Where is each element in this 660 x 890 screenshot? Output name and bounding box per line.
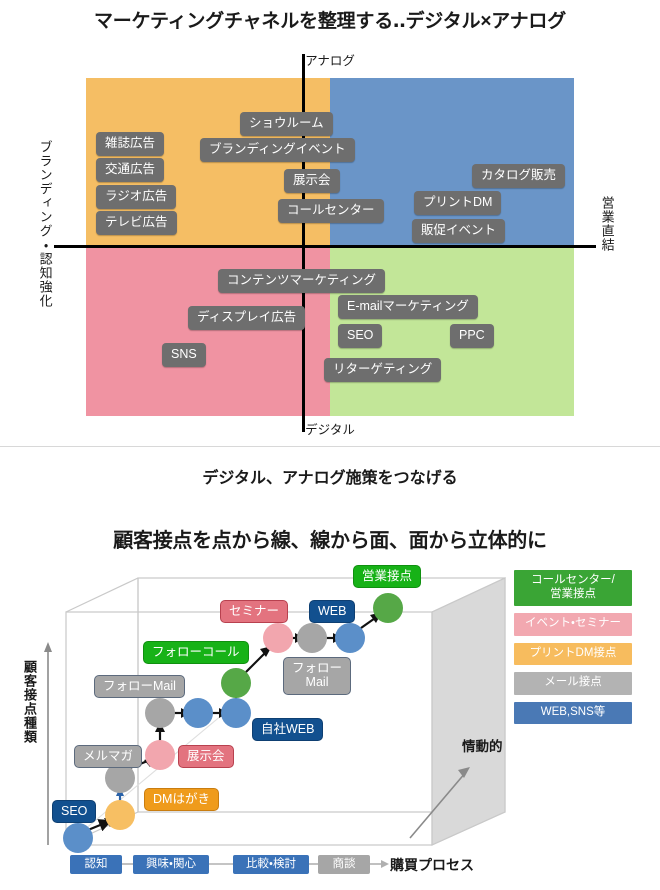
legend-item-label: プリントDM接点 bbox=[529, 646, 617, 659]
channel-chip: コールセンター bbox=[278, 199, 384, 223]
quadrant-matrix-section: マーケティングチャネルを整理する‥デジタル×アナログ アナログ ブランディング・… bbox=[37, 11, 615, 437]
axis-label-branding: ブランディング・認知強化 bbox=[37, 140, 53, 308]
page-title-matrix: マーケティングチャネルを整理する‥デジタル×アナログ bbox=[93, 11, 567, 32]
channel-chip: リターゲティング bbox=[324, 358, 442, 382]
purchase-stage-1[interactable]: 認知 bbox=[70, 855, 122, 874]
journey-node bbox=[263, 623, 293, 653]
channel-chip: ラジオ広告 bbox=[96, 185, 177, 209]
bridge-caption: デジタル、アナログ施策をつなげる bbox=[202, 470, 458, 487]
axis-label-digital: デジタル bbox=[305, 423, 355, 437]
purchase-stage-2[interactable]: 興味・関心 bbox=[133, 855, 209, 874]
legend-item-label-line2: 営業接点 bbox=[550, 587, 596, 600]
journey-node-label: フォローMail bbox=[94, 675, 185, 699]
channel-chip: ショウルーム bbox=[240, 112, 333, 136]
journey-node-label: メルマガ bbox=[74, 745, 143, 769]
section-divider bbox=[0, 446, 660, 447]
channel-chip: プリントDM bbox=[414, 191, 502, 215]
journey-node-label: 営業接点 bbox=[353, 565, 422, 589]
axis-label-purchase-process: 購買プロセス bbox=[390, 857, 474, 873]
journey-node bbox=[63, 823, 93, 853]
channel-chip: ディスプレイ広告 bbox=[188, 306, 306, 330]
horizontal-axis-line bbox=[54, 245, 596, 248]
customer-journey-cube-section: 顧客接点を点から線、線から面、面から立体的に bbox=[0, 506, 660, 890]
axis-label-emotional: 情動的 bbox=[462, 739, 503, 754]
journey-node bbox=[145, 740, 175, 770]
axis-label-touchpoint-type: 顧客接点種類 bbox=[22, 660, 38, 744]
legend-item: イベント・セミナー bbox=[514, 613, 632, 636]
legend-item: メール接点 bbox=[514, 672, 632, 695]
channel-chip: E-mailマーケティング bbox=[338, 295, 478, 319]
journey-node-label: 展示会 bbox=[178, 745, 234, 769]
channel-chip: カタログ販売 bbox=[472, 164, 566, 188]
legend-item-label: コールセンター/ bbox=[531, 574, 615, 586]
journey-node-label: WEB bbox=[309, 600, 356, 624]
journey-node-label-line1: フォロー bbox=[292, 661, 343, 675]
channel-chip: SEO bbox=[338, 324, 383, 348]
legend-item-label: メール接点 bbox=[544, 676, 602, 689]
bridge-caption-section: デジタル、アナログ施策をつなげる bbox=[0, 446, 660, 506]
legend-item: WEB,SNS等 bbox=[514, 701, 632, 725]
axis-label-analog: アナログ bbox=[305, 54, 355, 68]
journey-node bbox=[221, 668, 251, 698]
journey-node-label: 自社WEB bbox=[252, 718, 324, 742]
legend-item-label: WEB,SNS等 bbox=[540, 705, 606, 718]
legend-item: プリントDM接点 bbox=[514, 642, 632, 666]
page-title-journey: 顧客接点を点から線、線から面、面から立体的に bbox=[113, 530, 547, 552]
journey-node-label: フォローコール bbox=[143, 641, 249, 665]
axis-label-direct-sales: 営業直結 bbox=[599, 196, 615, 252]
purchase-stage-4[interactable]: 商談 bbox=[318, 855, 370, 874]
touchpoint-legend: コールセンター/営業接点イベント・セミナープリントDM接点メール接点 WEB,SN… bbox=[514, 570, 634, 731]
journey-node-label-line2: Mail bbox=[305, 675, 329, 690]
journey-node bbox=[335, 623, 365, 653]
channel-chip: ブランディングイベント bbox=[200, 138, 355, 162]
journey-node bbox=[373, 593, 403, 623]
channel-chip: SNS bbox=[162, 343, 206, 367]
journey-node bbox=[221, 698, 251, 728]
journey-node-label: SEO bbox=[52, 800, 97, 824]
journey-node-label: セミナー bbox=[220, 600, 289, 624]
journey-node-label: DMはがき bbox=[144, 788, 219, 812]
vertical-axis-line bbox=[302, 54, 305, 432]
channel-chip: 販促イベント bbox=[412, 219, 506, 243]
purchase-stage-3[interactable]: 比較・検討 bbox=[233, 855, 309, 874]
channel-chip: コンテンツマーケティング bbox=[218, 269, 386, 293]
channel-chip: 交通広告 bbox=[96, 158, 165, 182]
channel-chip: テレビ広告 bbox=[96, 211, 177, 235]
channel-chip: PPC bbox=[450, 324, 494, 348]
journey-node bbox=[297, 623, 327, 653]
journey-node bbox=[145, 698, 175, 728]
legend-item: コールセンター/営業接点 bbox=[514, 570, 632, 607]
channel-chip: 雑誌広告 bbox=[96, 132, 165, 156]
legend-item-label: イベント・セミナー bbox=[525, 617, 621, 630]
journey-node bbox=[105, 800, 135, 830]
channel-chip: 展示会 bbox=[284, 169, 340, 193]
journey-node bbox=[183, 698, 213, 728]
